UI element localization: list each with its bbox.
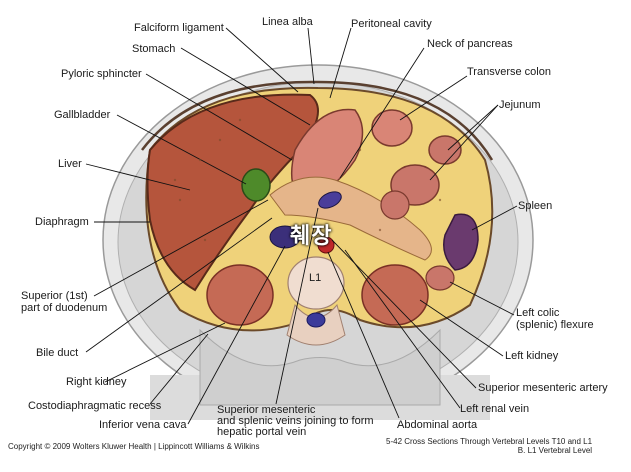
label-falciform-ligament: Falciform ligament <box>134 22 224 34</box>
jejunum-loop-2 <box>428 135 462 165</box>
label-right-kidney: Right kidney <box>66 376 127 388</box>
leader-lines <box>85 27 518 425</box>
diaphragm <box>141 80 494 161</box>
portal-vein-confluence <box>318 191 342 209</box>
label-peritoneal-cavity: Peritoneal cavity <box>351 18 432 30</box>
texture-dots <box>173 118 442 242</box>
label-transverse-colon: Transverse colon <box>467 66 551 78</box>
copyright-text: Copyright © 2009 Wolters Kluwer Health |… <box>8 442 260 451</box>
right-kidney <box>206 264 274 326</box>
label-left-colic-flexure: Left colic (splenic) flexure <box>516 307 594 331</box>
label-sm-splenic-veins: Superior mesenteric and splenic veins jo… <box>217 404 374 438</box>
label-left-kidney: Left kidney <box>505 350 559 362</box>
label-stomach: Stomach <box>132 43 176 55</box>
inferior-vena-cava <box>269 225 301 249</box>
gallbladder <box>241 168 271 202</box>
label-abdominal-aorta: Abdominal aorta <box>397 419 478 431</box>
jejunum-loop-3 <box>380 190 410 220</box>
transverse-colon <box>371 109 413 147</box>
label-pyloric-sphincter: Pyloric sphincter <box>61 68 142 80</box>
label-neck-of-pancreas: Neck of pancreas <box>427 38 513 50</box>
label-superior-duodenum: Superior (1st) part of duodenum <box>21 290 108 314</box>
abdominal-aorta <box>317 236 335 254</box>
label-gallbladder: Gallbladder <box>54 109 111 121</box>
left-colic-flexure <box>425 265 455 291</box>
spinal-cord <box>306 312 326 328</box>
liver <box>146 93 319 292</box>
label-l1: L1 <box>309 272 322 284</box>
pancreas <box>269 176 432 261</box>
label-inferior-vena-cava: Inferior vena cava <box>99 419 187 431</box>
label-bile-duct: Bile duct <box>36 347 79 359</box>
label-spleen: Spleen <box>518 200 553 212</box>
label-jejunum: Jejunum <box>499 99 541 111</box>
label-linea-alba: Linea alba <box>262 16 313 28</box>
overlay-korean-text: 췌장 <box>290 224 333 249</box>
left-kidney <box>361 264 429 326</box>
label-costodiaphragmatic-recess: Costodiaphragmatic recess <box>28 400 162 412</box>
label-diaphragm: Diaphragm <box>35 216 89 228</box>
figure-caption: 5-42 Cross Sections Through Vertebral Le… <box>386 437 593 455</box>
spleen <box>443 213 479 271</box>
label-liver: Liver <box>58 158 82 170</box>
label-left-renal-vein: Left renal vein <box>460 403 530 415</box>
vertebral-body-l1 <box>287 256 345 310</box>
label-superior-mesenteric-artery: Superior mesenteric artery <box>478 382 608 394</box>
